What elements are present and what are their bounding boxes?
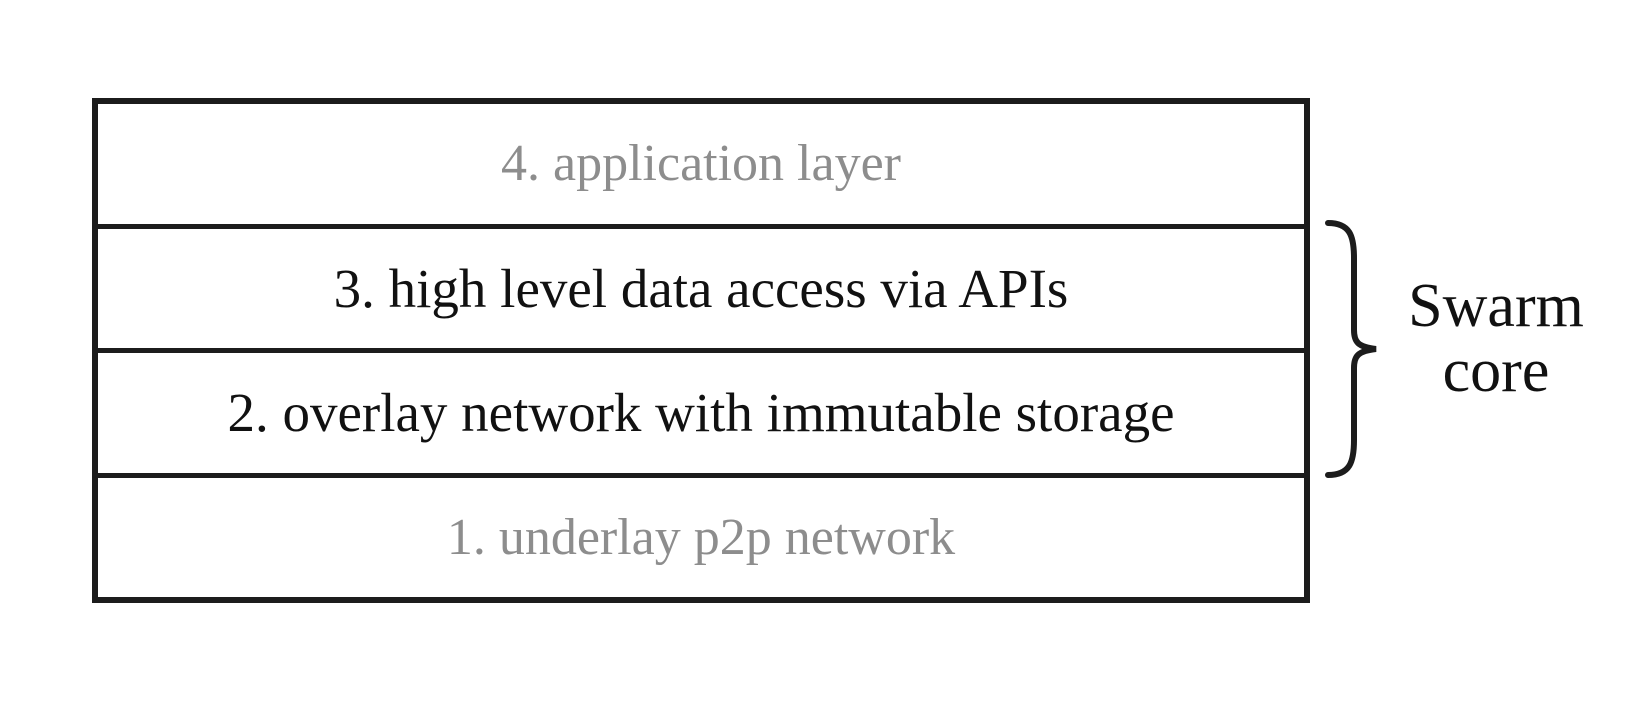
layer-row-data-access: 3. high level data access via APIs [98, 223, 1304, 349]
layer-label-application: 4. application layer [501, 135, 901, 193]
layer-row-underlay-network: 1. underlay p2p network [98, 472, 1304, 598]
swarm-core-label-line2: core [1442, 337, 1550, 406]
layer-label-underlay-network: 1. underlay p2p network [446, 508, 956, 566]
layer-label-overlay-network: 2. overlay network with immutable storag… [227, 382, 1175, 444]
layer-label-data-access: 3. high level data access via APIs [333, 257, 1069, 319]
right-curly-brace-icon [1325, 220, 1377, 478]
layer-stack-box: 4. application layer 3. high level data … [92, 98, 1310, 603]
swarm-core-label: Swarm core [1378, 272, 1614, 406]
swarm-core-label-line1: Swarm [1408, 272, 1584, 340]
layer-row-application: 4. application layer [98, 104, 1304, 224]
layer-row-overlay-network: 2. overlay network with immutable storag… [98, 348, 1304, 473]
